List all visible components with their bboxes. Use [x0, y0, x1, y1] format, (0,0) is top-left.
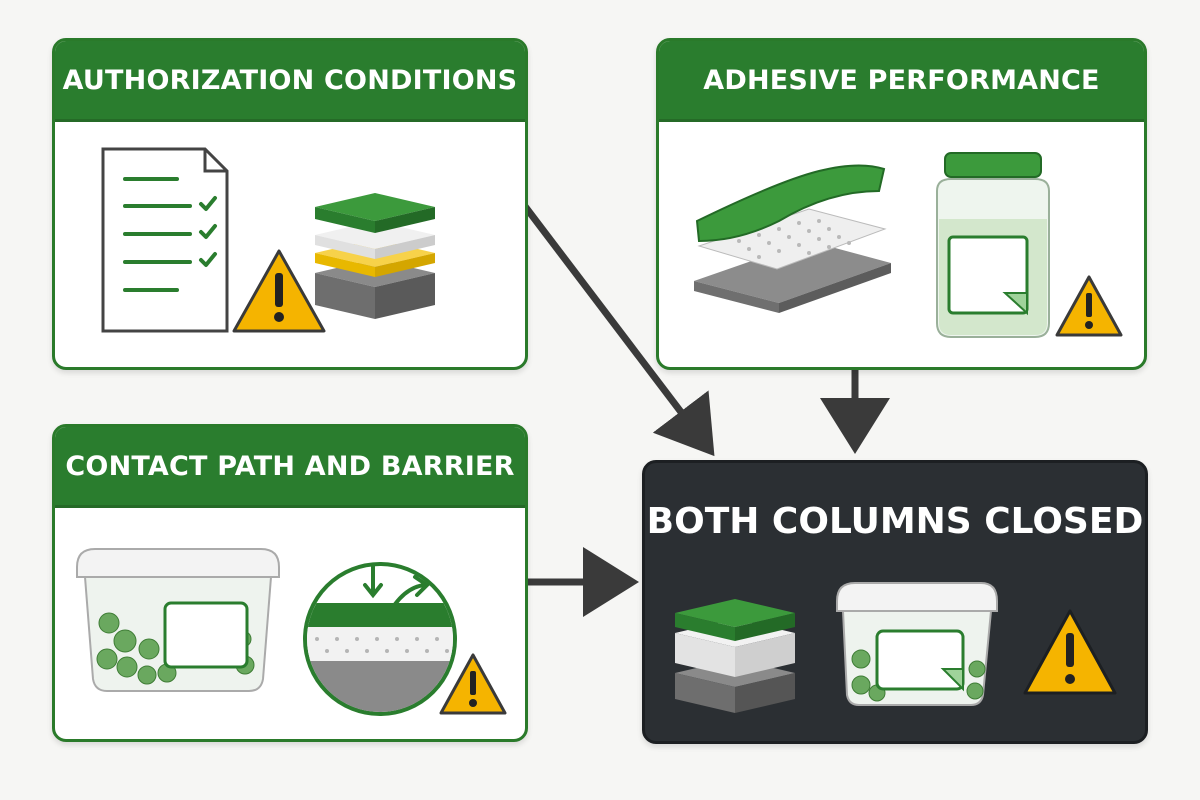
closed-illustration — [675, 582, 1117, 713]
container-icon — [76, 548, 280, 692]
container-icon — [836, 582, 998, 706]
magnified-barrier-icon — [303, 562, 457, 716]
layer-stack-icon — [675, 599, 795, 713]
both-columns-closed-panel: BOTH COLUMNS CLOSED — [642, 460, 1148, 744]
contact-illustration — [76, 548, 507, 716]
panel-title: AUTHORIZATION CONDITIONS — [55, 41, 525, 122]
layer-stack-icon — [315, 193, 435, 319]
panel-title: CONTACT PATH AND BARRIER — [55, 427, 525, 508]
authorization-conditions-panel: AUTHORIZATION CONDITIONS — [52, 38, 528, 370]
warning-icon — [439, 653, 507, 715]
jar-icon — [936, 152, 1050, 338]
adhesive-illustration — [694, 152, 1123, 338]
panel-title: ADHESIVE PERFORMANCE — [659, 41, 1144, 122]
document-checklist-icon — [101, 147, 229, 333]
adhesive-sheet-icon — [694, 164, 891, 313]
warning-icon — [1023, 609, 1117, 695]
warning-icon — [1055, 275, 1123, 337]
contact-path-panel: CONTACT PATH AND BARRIER — [52, 424, 528, 742]
authorization-illustration — [101, 147, 435, 333]
adhesive-performance-panel: ADHESIVE PERFORMANCE — [656, 38, 1147, 370]
panel-title: BOTH COLUMNS CLOSED — [646, 501, 1144, 542]
warning-icon — [232, 249, 326, 333]
